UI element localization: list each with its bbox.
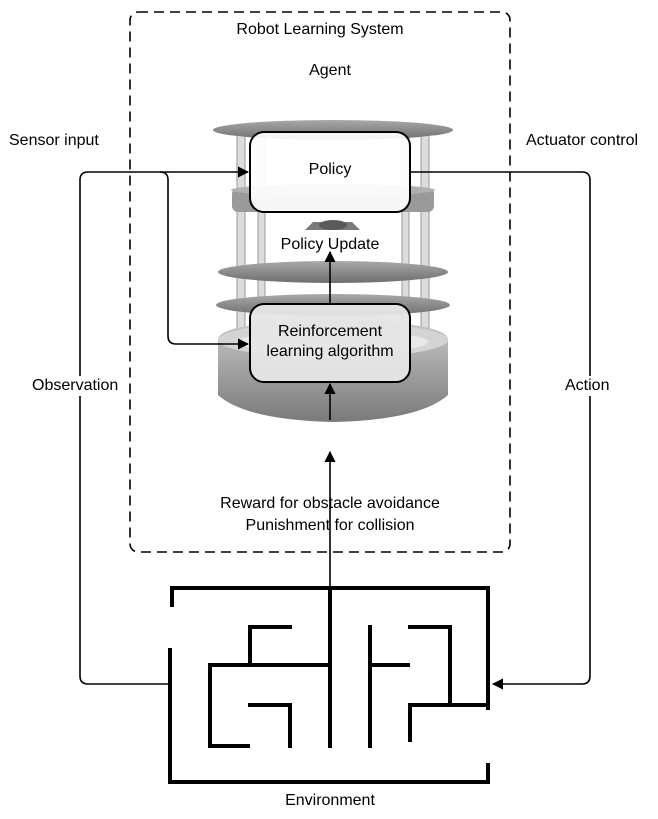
system-boundary	[129, 11, 511, 553]
policy-label: Policy	[308, 161, 352, 178]
action-line	[410, 171, 591, 690]
action-label: Action	[563, 376, 612, 396]
system-title: Robot Learning System	[236, 21, 404, 38]
observation-line	[79, 166, 250, 685]
rl-algorithm-label: Reinforcement learning algorithm	[266, 323, 394, 360]
observation-label: Observation	[30, 376, 121, 396]
actuator-control-label: Actuator control	[526, 132, 639, 149]
environment-maze	[168, 586, 490, 784]
environment-label: Environment	[285, 792, 375, 809]
agent-label: Agent	[309, 62, 351, 79]
sensor-to-rl-line	[159, 171, 250, 350]
punishment-label: Punishment for collision	[245, 517, 415, 534]
policy-update-label: Policy Update	[280, 236, 380, 253]
reward-label: Reward for obstacle avoidance	[220, 495, 440, 512]
sensor-input-label: Sensor input	[9, 132, 99, 149]
